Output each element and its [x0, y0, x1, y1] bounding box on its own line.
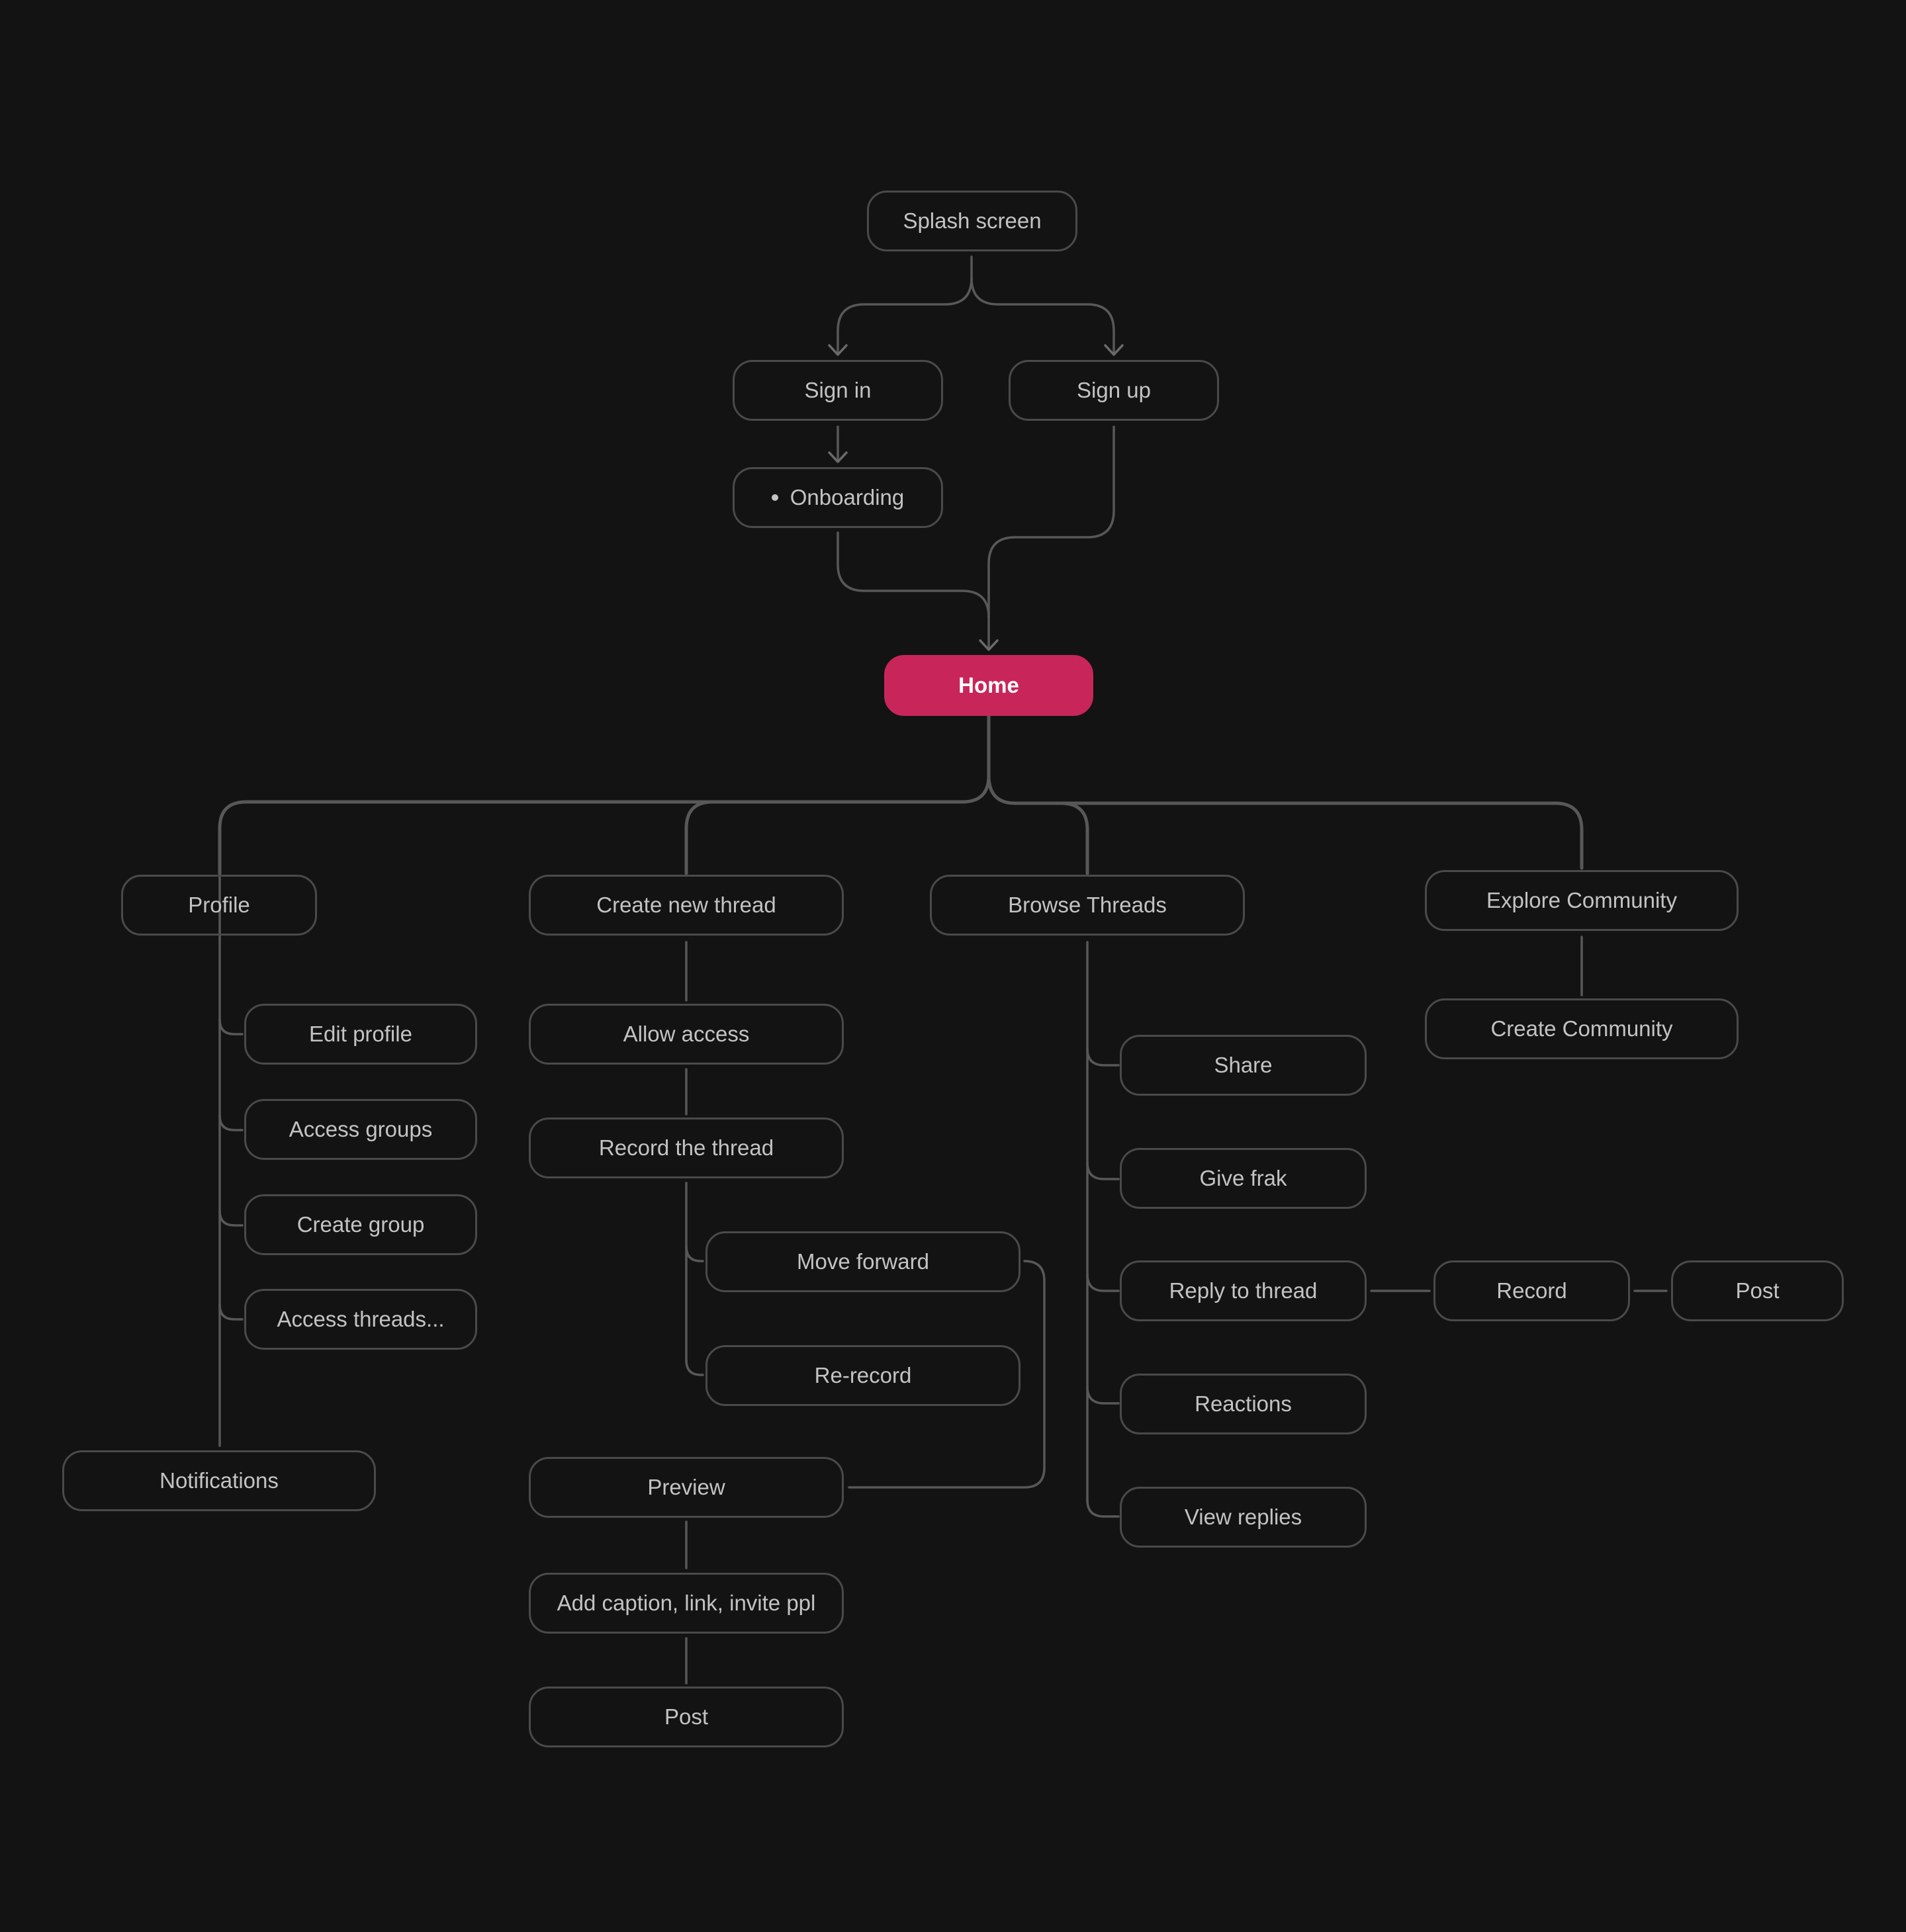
edge-browse-reactions: [1086, 1385, 1120, 1405]
node-share: Share: [1120, 1035, 1367, 1096]
edge-browse-share: [1086, 1047, 1120, 1067]
node-label: Create new thread: [596, 893, 776, 917]
edge-profile-edit: [218, 1018, 244, 1035]
node-label: Give frak: [1199, 1166, 1287, 1190]
node-preview: Preview: [529, 1457, 844, 1518]
node-label: Onboarding: [790, 485, 905, 509]
node-label: Move forward: [797, 1249, 929, 1274]
edge-profile-access-threads: [218, 1303, 244, 1321]
node-label: Reactions: [1195, 1391, 1292, 1416]
node-label: Record: [1496, 1278, 1567, 1303]
arrowhead-onboarding: [828, 451, 848, 463]
node-label: Add caption, link, invite ppl: [557, 1591, 816, 1615]
node-edit-profile: Edit profile: [244, 1004, 477, 1065]
node-browse-threads: Browse Threads: [930, 875, 1245, 936]
node-label: Post: [664, 1704, 709, 1729]
node-access-groups: Access groups: [244, 1099, 477, 1160]
node-create-group: Create group: [244, 1194, 477, 1255]
node-sign-up: Sign up: [1009, 360, 1219, 421]
node-explore-community: Explore Community: [1425, 870, 1739, 931]
node-label: Record the thread: [598, 1135, 774, 1160]
edge-move-preview: [848, 1260, 1046, 1489]
edge-splash-signup: [970, 277, 1115, 353]
edge-home-profile: [218, 714, 991, 875]
node-reply-post: Post: [1671, 1260, 1844, 1321]
node-label: Reply to thread: [1169, 1278, 1318, 1303]
node-profile: Profile: [121, 875, 317, 936]
node-notifications: Notifications: [62, 1450, 376, 1511]
edge-profile-groups: [218, 1114, 244, 1131]
node-label: Preview: [647, 1475, 725, 1499]
node-label: Home: [958, 673, 1019, 697]
node-label: Profile: [188, 893, 250, 917]
node-create-new-thread: Create new thread: [529, 875, 844, 936]
node-create-community: Create Community: [1425, 998, 1739, 1059]
node-allow-access: Allow access: [529, 1004, 844, 1065]
edge-splash-signin: [837, 255, 973, 353]
node-home: Home: [884, 655, 1093, 716]
node-onboarding: Onboarding: [733, 467, 943, 528]
edge-home-explore: [1059, 801, 1584, 870]
node-label: Re-record: [814, 1363, 912, 1387]
arrowhead-signup: [1104, 344, 1124, 356]
node-label: Sign in: [804, 378, 872, 402]
edge-record-rerecord: [685, 1359, 704, 1376]
bullet-icon: [771, 494, 778, 501]
node-sign-in: Sign in: [733, 360, 943, 421]
edge-home-browse: [987, 773, 1089, 875]
node-label: Share: [1214, 1053, 1273, 1077]
node-label: Sign up: [1077, 378, 1151, 402]
edge-browse-frak: [1086, 1161, 1120, 1180]
node-add-caption: Add caption, link, invite ppl: [529, 1573, 844, 1634]
node-label: Explore Community: [1486, 888, 1677, 912]
edge-record-move: [685, 1245, 704, 1262]
node-label: View replies: [1184, 1505, 1302, 1529]
edge-browse-reply: [1086, 1273, 1120, 1292]
node-reactions: Reactions: [1120, 1374, 1367, 1434]
node-label: Browse Threads: [1008, 893, 1167, 917]
edge-browse-view-replies: [1086, 1499, 1120, 1518]
node-label: Allow access: [623, 1022, 750, 1046]
node-move-forward: Move forward: [705, 1231, 1021, 1292]
arrowhead-home: [979, 639, 999, 651]
node-label: Create group: [296, 1212, 425, 1237]
node-reply-record: Record: [1433, 1260, 1630, 1321]
node-label: Create Community: [1490, 1016, 1673, 1041]
node-label: Splash screen: [903, 208, 1042, 233]
edge-signup-home: [987, 425, 1115, 619]
node-splash-screen: Splash screen: [867, 191, 1077, 251]
node-view-replies: View replies: [1120, 1487, 1367, 1548]
node-label: Access groups: [289, 1117, 433, 1141]
node-label: Notifications: [159, 1468, 279, 1493]
node-re-record: Re-record: [705, 1345, 1021, 1406]
edge-onboarding-home: [837, 531, 990, 648]
node-reply-to-thread: Reply to thread: [1120, 1260, 1367, 1321]
node-label: Post: [1735, 1278, 1780, 1303]
node-label: Edit profile: [309, 1022, 412, 1046]
node-post-thread: Post: [529, 1687, 844, 1747]
node-access-threads: Access threads...: [244, 1289, 477, 1350]
node-give-frak: Give frak: [1120, 1148, 1367, 1209]
node-label: Access threads...: [277, 1307, 445, 1331]
edge-home-create-thread: [684, 800, 715, 875]
edge-profile-create-group: [218, 1209, 244, 1227]
node-record-the-thread: Record the thread: [529, 1118, 844, 1178]
arrowhead-signin: [828, 344, 848, 356]
